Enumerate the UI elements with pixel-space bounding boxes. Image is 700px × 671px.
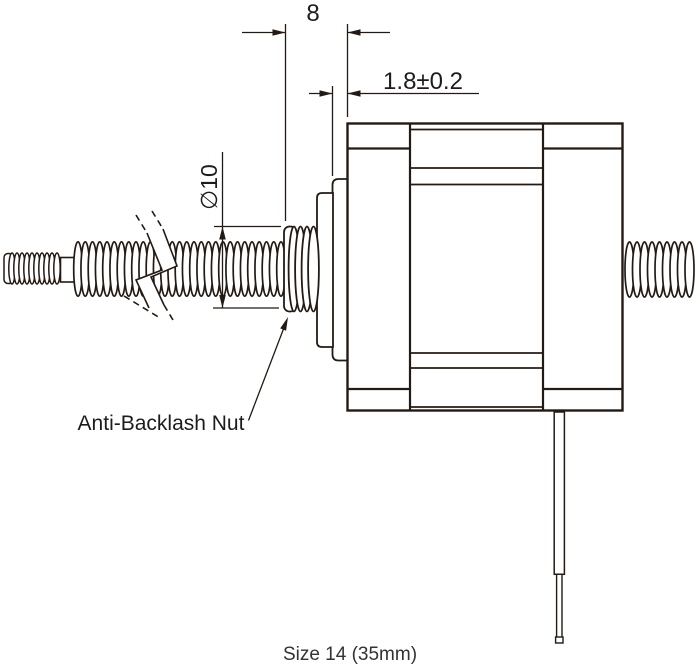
motor-outline: [346, 122, 624, 412]
leader-arrowhead: [280, 317, 288, 331]
dim-text-nut-length: 8: [306, 0, 319, 27]
motor-body: [346, 122, 624, 412]
break-symbol: [123, 210, 179, 321]
lead-screw-rear: [624, 241, 695, 298]
break-zigzag-left: [134, 232, 164, 309]
flange-boss: [331, 178, 350, 362]
lead-screw-front: [3, 240, 287, 298]
dimension-flange-thickness: 1.8±0.2: [309, 68, 479, 176]
thread-coils-main: [72, 240, 287, 298]
mounting-boss: [316, 178, 350, 362]
dimension-nut-diameter: ∅10: [196, 152, 281, 309]
dim-text-flange-thickness: 1.8±0.2: [383, 68, 463, 95]
thread-coils-small: [8, 252, 61, 285]
wire-jacket: [553, 411, 566, 576]
wire-tip: [554, 636, 564, 644]
anti-backlash-callout: Anti-Backlash Nut: [78, 317, 288, 435]
wire-core: [555, 573, 563, 638]
anti-backlash-nut-label: Anti-Backlash Nut: [78, 412, 245, 435]
break-zigzag-right: [149, 228, 179, 306]
figure-caption: Size 14 (35mm): [283, 644, 417, 665]
motor-wire: [553, 411, 566, 644]
leader-line: [247, 324, 286, 421]
pilot-boss: [316, 192, 334, 348]
dimension-nut-length: 8: [242, 0, 390, 221]
screw-neck: [59, 256, 76, 283]
dim-text-nut-diameter: ∅10: [196, 164, 222, 210]
anti-backlash-nut: [283, 225, 320, 313]
